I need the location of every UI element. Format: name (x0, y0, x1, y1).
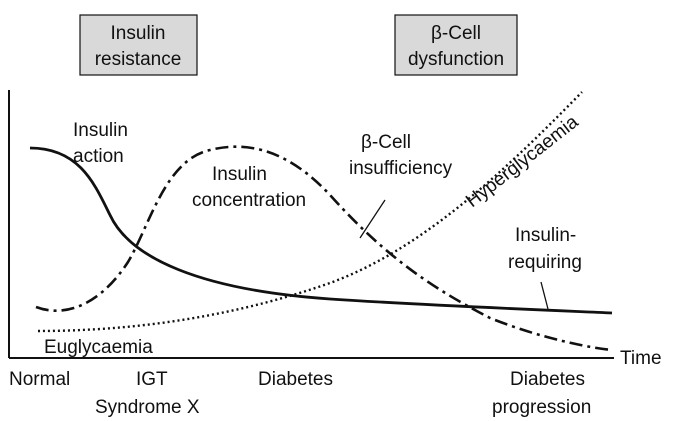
tick-diabetes: Diabetes (258, 369, 333, 390)
tick-diabetes-progression-1: Diabetes (510, 369, 585, 390)
beta-cell-insufficiency-label-1: β-Cell (361, 132, 411, 153)
insulin-concentration-label-2: concentration (192, 190, 306, 211)
beta-cell-insufficiency-leader (359, 199, 386, 239)
insulin-requiring-label-2: requiring (508, 252, 582, 273)
beta-cell-insufficiency-label-2: insufficiency (349, 158, 453, 179)
beta-cell-dysfunction-line-1: β-Cell (431, 23, 481, 44)
x-axis-label: Time (620, 348, 662, 369)
insulin-requiring-leader (540, 281, 549, 310)
insulin-resistance-line-1: Insulin (111, 23, 166, 44)
hyperglycaemia-label: Hyperglycaemia (462, 111, 583, 212)
euglycaemia-label: Euglycaemia (44, 337, 153, 358)
beta-cell-dysfunction-box: β-Cell dysfunction (394, 14, 518, 76)
beta-cell-dysfunction-line-2: dysfunction (408, 49, 504, 70)
insulin-resistance-box: Insulin resistance (79, 14, 198, 76)
tick-diabetes-progression-2: progression (492, 397, 591, 418)
tick-normal: Normal (9, 369, 70, 390)
tick-igt: IGT (136, 369, 168, 390)
insulin-concentration-label-1: Insulin (212, 164, 267, 185)
insulin-action-label-1: Insulin (73, 120, 128, 141)
insulin-requiring-label-1: Insulin- (515, 225, 576, 246)
insulin-resistance-line-2: resistance (95, 49, 182, 70)
insulin-action-curve (29, 146, 613, 315)
tick-syndrome-x: Syndrome X (95, 397, 200, 418)
insulin-concentration-curve (35, 145, 613, 352)
insulin-action-label-2: action (73, 146, 124, 167)
